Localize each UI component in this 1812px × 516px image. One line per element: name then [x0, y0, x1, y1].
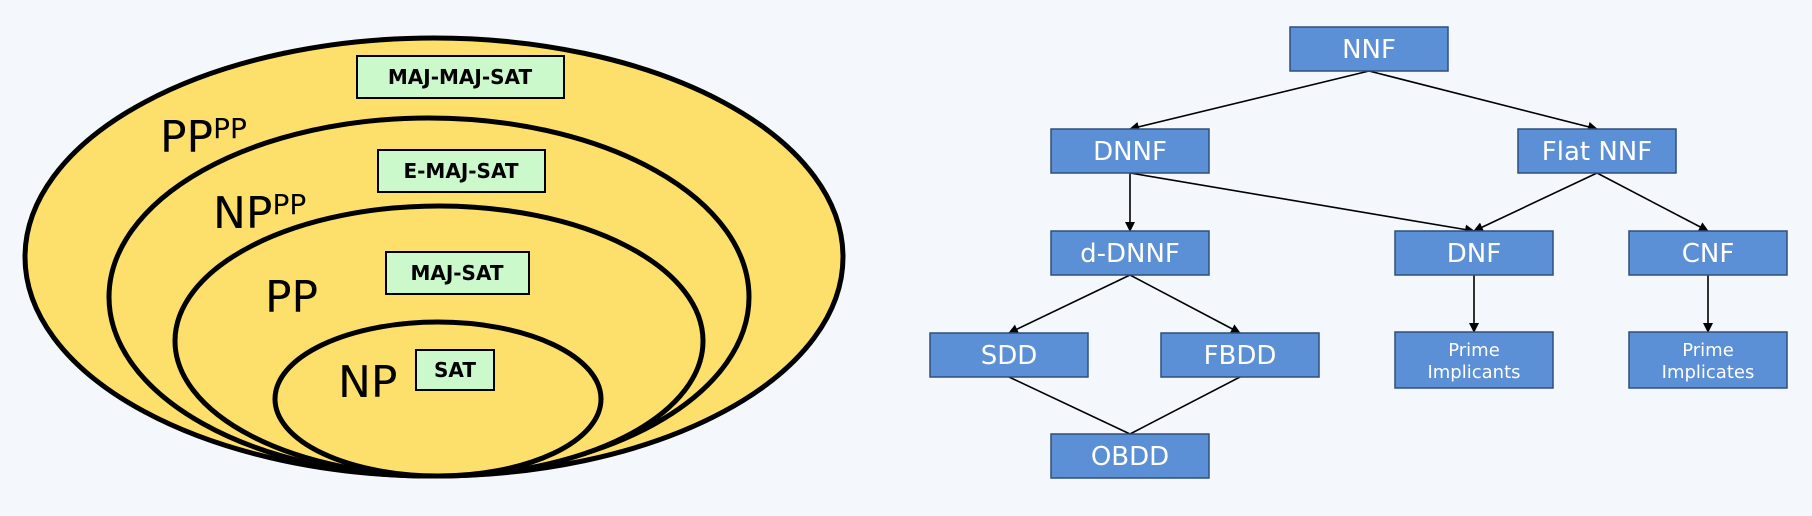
edge-nnf-to-dnnf	[1129, 70, 1370, 132]
problem-label: E-MAJ-SAT	[403, 159, 518, 183]
node-label: DNF	[1447, 239, 1501, 269]
node-fbdd: FBDD	[1160, 332, 1320, 378]
edge-fbdd-to-obdd	[1129, 376, 1241, 435]
edge-d-dnnf-to-fbdd	[1129, 274, 1241, 334]
edge-flat-nnf-to-cnf	[1596, 172, 1709, 232]
class-label-np-pp: NPPP	[213, 188, 306, 239]
node-box	[1628, 331, 1788, 389]
edge-d-dnnf-to-sdd	[1008, 274, 1131, 334]
node-flat-nnf: Flat NNF	[1517, 128, 1677, 174]
node-box	[1050, 230, 1210, 276]
problem-box-e-maj-sat: E-MAJ-SAT	[377, 149, 546, 193]
node-box	[1160, 332, 1320, 378]
edge-sdd-to-obdd	[1008, 376, 1131, 435]
node-box	[1628, 230, 1788, 276]
node-box	[1050, 128, 1210, 174]
node-dnf: DNF	[1394, 230, 1554, 276]
node-sdd: SDD	[929, 332, 1089, 378]
class-superscript: PP	[272, 188, 306, 221]
node-box	[1050, 433, 1210, 479]
hierarchy-edges	[1008, 70, 1713, 435]
node-d-dnnf: d-DNNF	[1050, 230, 1210, 276]
node-box	[1394, 230, 1554, 276]
node-label: FBDD	[1204, 341, 1277, 371]
node-label: CNF	[1682, 239, 1735, 269]
node-label: d-DNNF	[1080, 239, 1180, 269]
class-ellipse-np	[272, 319, 604, 479]
node-nnf: NNF	[1289, 26, 1449, 72]
node-dnnf: DNNF	[1050, 128, 1210, 174]
problem-box-maj-sat: MAJ-SAT	[385, 251, 530, 295]
problem-label: MAJ-SAT	[410, 261, 503, 285]
problem-box-sat: SAT	[415, 349, 495, 391]
problem-box-maj-maj-sat: MAJ-MAJ-SAT	[356, 55, 565, 99]
node-box	[1517, 128, 1677, 174]
node-cnf: CNF	[1628, 230, 1788, 276]
class-superscript: PP	[213, 112, 247, 145]
node-label: NNF	[1342, 35, 1396, 65]
node-obdd: OBDD	[1050, 433, 1210, 479]
class-label-pp-pp: PPPP	[160, 112, 247, 163]
node-label: OBDD	[1091, 442, 1169, 472]
problem-label: MAJ-MAJ-SAT	[388, 65, 533, 89]
node-label: Flat NNF	[1542, 137, 1652, 167]
class-label-np: NP	[338, 357, 397, 408]
node-label: DNNF	[1093, 137, 1167, 167]
node-box	[1394, 331, 1554, 389]
node-box	[929, 332, 1089, 378]
complexity-diagram: PPPP NPPP PP NP MAJ-MAJ-SAT E-MAJ-SAT MA…	[22, 35, 846, 479]
class-label-pp: PP	[265, 272, 318, 323]
node-label: SDD	[981, 341, 1038, 371]
edge-flat-nnf-to-dnf	[1473, 172, 1598, 232]
edge-dnnf-to-dnf	[1129, 172, 1475, 235]
node-box	[1289, 26, 1449, 72]
problem-label: SAT	[434, 358, 476, 382]
edge-nnf-to-flat-nnf	[1368, 70, 1598, 132]
